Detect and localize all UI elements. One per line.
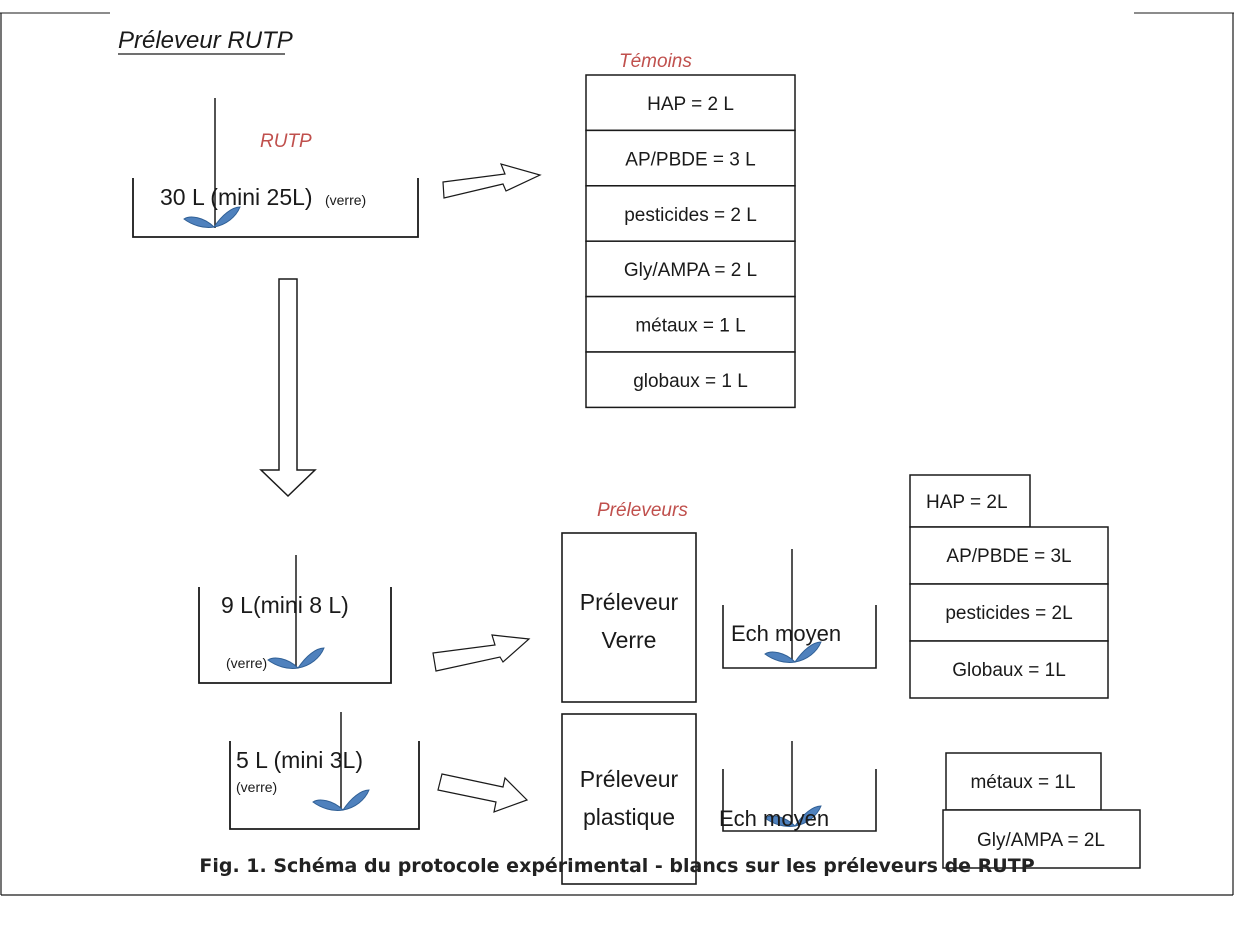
glass-volume: 9 L(mini 8 L) [221, 592, 349, 618]
sampler-glass-line1: Préleveur [580, 589, 679, 615]
temoins-item-2: pesticides = 2 L [624, 205, 757, 226]
sampler-glass-line2: Verre [602, 627, 657, 653]
temoins-item-5: globaux = 1 L [633, 371, 748, 392]
main-volume: 30 L (mini 25L) [160, 184, 313, 210]
temoins-title: Témoins [619, 51, 692, 72]
plastic-volume: 5 L (mini 3L) [236, 747, 363, 773]
temoins-box-5 [585, 351, 796, 409]
plastic-container [229, 741, 420, 830]
glass-output-box-2 [909, 583, 1109, 642]
ech-moyen-plastic-label: Ech moyen [719, 806, 829, 831]
glass-material: (verre) [226, 655, 267, 671]
glass-output-3: Globaux = 1L [952, 660, 1066, 681]
svg-text:30 L (mini 25L) (verre): 30 L (mini 25L) (verre) [160, 184, 366, 210]
temoins-item-1: AP/PBDE = 3 L [625, 149, 755, 170]
glass-output-2: pesticides = 2L [945, 603, 1072, 624]
main-material: (verre) [325, 192, 366, 208]
arrow-to-glass-sampler [432, 634, 531, 672]
temoins-item-0: HAP = 2 L [647, 94, 734, 115]
figure-caption: Fig. 1. Schéma du protocole expérimental… [199, 855, 1035, 877]
temoins-item-4: métaux = 1 L [635, 316, 745, 337]
main-container [132, 178, 419, 238]
plastic-material: (verre) [236, 779, 277, 795]
arrow-to-temoins [442, 163, 542, 199]
sampler-plastic-box [561, 713, 697, 885]
arrow-to-plastic-sampler [437, 773, 529, 813]
rutp-label: RUTP [260, 131, 312, 152]
sampler-glass-box [561, 532, 697, 703]
sampler-plastic-line1: Préleveur [580, 766, 679, 792]
temoins-box-4 [585, 295, 796, 353]
ech-moyen-plastic-container [722, 769, 877, 832]
ech-moyen-glass-label: Ech moyen [731, 621, 841, 646]
arrow-down [259, 278, 317, 498]
preleveurs-title: Préleveurs [597, 500, 688, 521]
glass-output-1: AP/PBDE = 3L [946, 546, 1071, 567]
ech-moyen-glass-container [722, 605, 877, 669]
temoins-item-3: Gly/AMPA = 2 L [624, 260, 757, 281]
main-stirrer-icon [183, 206, 241, 229]
diagram-title: Préleveur RUTP [118, 27, 293, 54]
glass-output-0: HAP = 2L [926, 492, 1008, 513]
temoins-box-0 [585, 74, 796, 132]
sampler-plastic-line2: plastique [583, 804, 675, 830]
plastic-output-1: Gly/AMPA = 2L [977, 830, 1105, 851]
glass-container [198, 587, 392, 684]
plastic-output-box-0 [945, 752, 1102, 811]
temoins-stack: HAP = 2 L AP/PBDE = 3 L pesticides = 2 L Gl… [585, 74, 796, 409]
plastic-output-0: métaux = 1L [970, 772, 1075, 793]
temoins-box-3 [585, 240, 796, 298]
temoins-box-2 [585, 185, 796, 242]
glass-output-box-3 [909, 640, 1109, 699]
plastic-output-box-1 [942, 809, 1141, 869]
glass-output-box-1 [909, 526, 1109, 585]
